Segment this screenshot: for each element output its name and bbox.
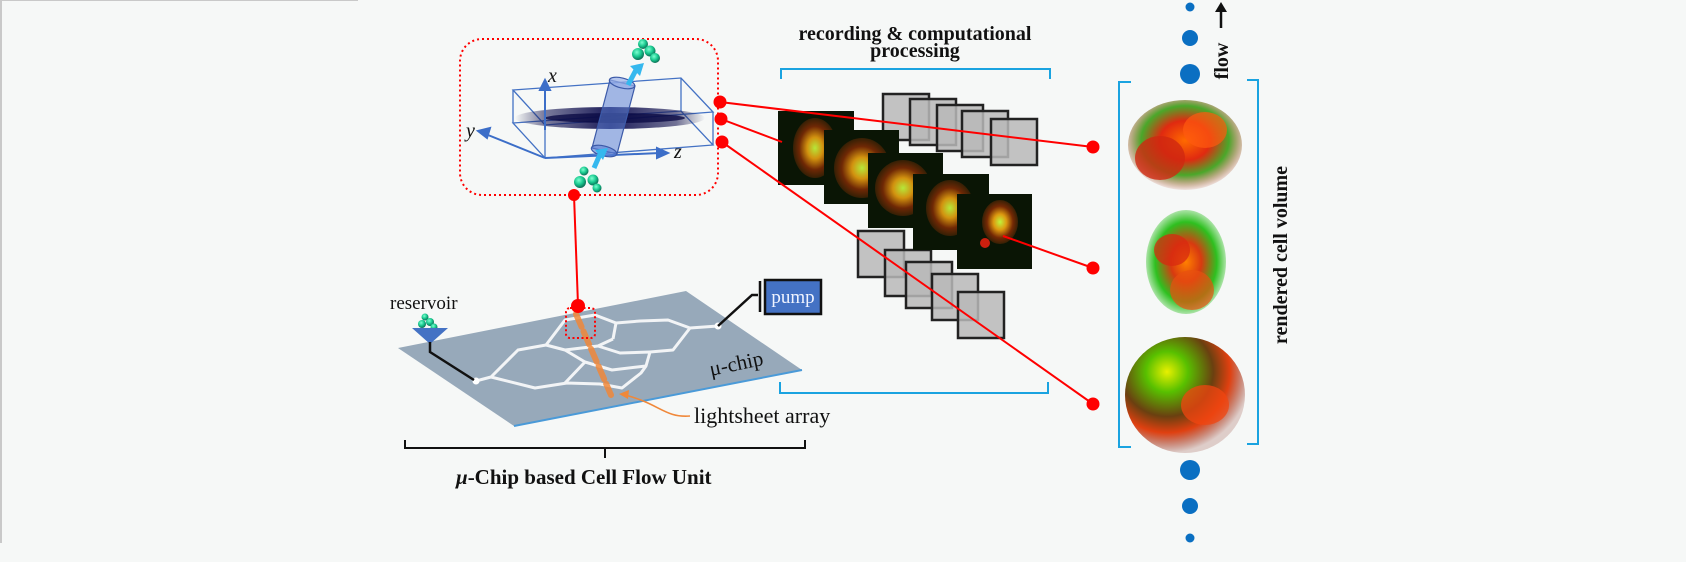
z-axis-arrowhead	[656, 146, 671, 160]
channel-network	[475, 313, 719, 390]
connector-line-2b	[1002, 235, 1094, 269]
rendered-cell-1	[1128, 100, 1242, 190]
frame-stack-top	[881, 92, 1039, 167]
lightsheet-array-label: lightsheet array	[694, 403, 830, 428]
rendered-cell-volume-label: rendered cell volume	[1270, 166, 1292, 344]
reservoir-label: reservoir	[390, 293, 458, 314]
pump-tubing	[717, 293, 758, 327]
recording-bracket-top	[780, 68, 1051, 79]
lightsheet-pointer-line	[624, 394, 691, 417]
lightsheet-array-beam	[573, 311, 614, 398]
lightsheet-pointer-arrowhead	[619, 390, 629, 399]
recording-title-line2: processing	[870, 40, 960, 62]
axis-label-z: z	[673, 141, 682, 163]
microchip: μ-chip	[398, 291, 803, 427]
volume-bracket-right	[1247, 79, 1259, 445]
connector-dot-chip	[571, 299, 585, 313]
flow-dots-bottom	[1180, 460, 1200, 543]
flow-arrow-in-icon	[591, 148, 608, 170]
axis-label-x: x	[547, 65, 557, 87]
recorded-image-stack	[778, 111, 1032, 269]
volume-bracket-left	[1118, 81, 1131, 448]
flow-arrow-out-icon	[625, 63, 644, 87]
rendered-cell-2	[1146, 210, 1226, 314]
flow-label: flow	[1211, 42, 1233, 79]
recording-title-line1: recording & computational	[799, 23, 1032, 45]
reservoir-cells-icon	[418, 313, 438, 331]
cell-cluster-icon-bottom	[574, 166, 602, 193]
cell-flow-unit-brace	[404, 440, 806, 458]
cell-flow-unit-mu: μ	[455, 465, 468, 489]
recorded-frame-5	[957, 194, 1032, 269]
red-connector-dots	[713, 95, 1100, 411]
chip-plate	[398, 291, 802, 426]
connector-line-1	[719, 101, 1094, 148]
y-axis-line	[482, 132, 546, 159]
cell-flow-unit-text: -Chip based Cell Flow Unit	[468, 465, 712, 489]
x-axis-arrowhead	[538, 77, 552, 91]
funnel-icon	[412, 328, 448, 344]
connector-dot-inset	[568, 189, 580, 201]
red-connectors	[719, 101, 1094, 405]
reservoir-tubing	[428, 342, 475, 382]
recording-bracket-bottom	[779, 382, 1049, 394]
pump-label: pump	[771, 287, 814, 308]
y-axis-arrowhead	[475, 126, 492, 140]
flow-dots-top	[1180, 2, 1200, 84]
connector-chip-to-inset	[573, 194, 579, 306]
connector-line-3	[721, 141, 1094, 405]
chip-edge	[513, 369, 803, 427]
frame-border-top	[0, 0, 358, 1]
rendered-cell-3	[1125, 337, 1245, 453]
axis-label-y: y	[464, 120, 475, 142]
cell-cluster-icon-top	[632, 39, 660, 63]
inset-dotted-border	[459, 38, 719, 196]
connector-line-2a	[720, 118, 783, 143]
arrow-up-icon	[1215, 2, 1227, 28]
detection-volume-inset: x y z	[459, 38, 719, 196]
cell-flow-unit-label: μ-Chip based Cell Flow Unit	[455, 465, 712, 489]
frame-border-left	[0, 0, 2, 543]
pump-box	[763, 278, 823, 316]
